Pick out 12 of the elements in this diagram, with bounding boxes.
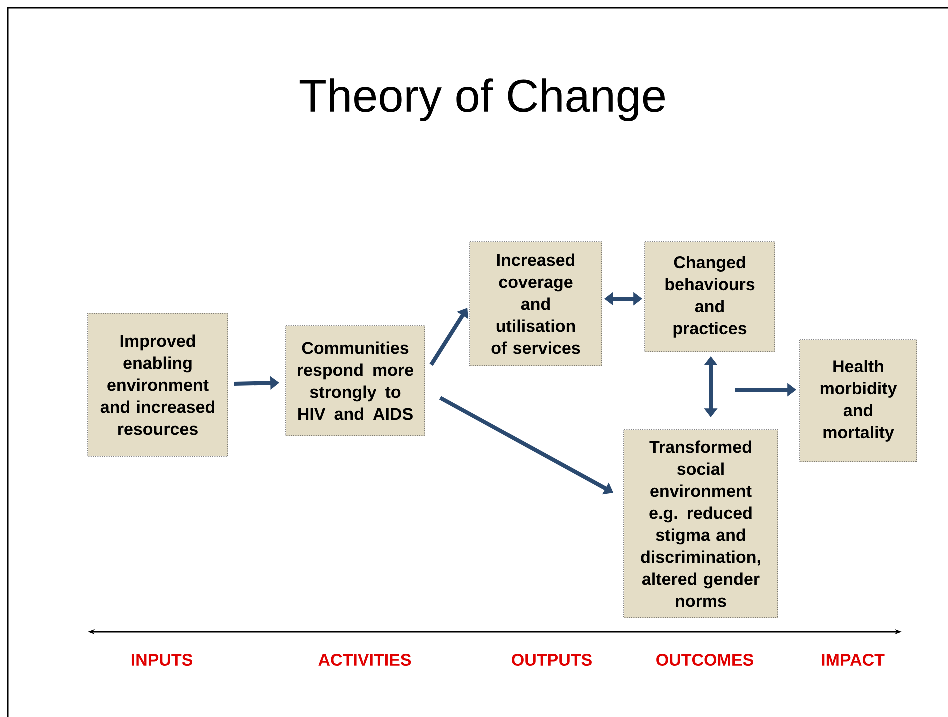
stage-label: OUTCOMES [656, 654, 754, 666]
stage-label: OUTPUTS [512, 654, 592, 666]
text-box: Changed behaviours and practices [644, 242, 776, 352]
stage-label: INPUTS [132, 654, 193, 666]
text-box: Transformed social environment e.g. reduced stigma and discrimination, altered gender norms [624, 430, 778, 618]
text-box: Health morbidity and mortality [800, 340, 918, 462]
stage-label: ACTIVITIES [318, 654, 412, 666]
text-box: Communities respond more strongly to HIV and AIDS [286, 326, 426, 436]
text-box: Increased coverage and utilisation of services [470, 242, 602, 366]
title: Theory of Change [300, 78, 665, 122]
stage-label: IMPACT [822, 654, 885, 666]
text-box: Improved enabling environment and increased resources [88, 313, 228, 457]
